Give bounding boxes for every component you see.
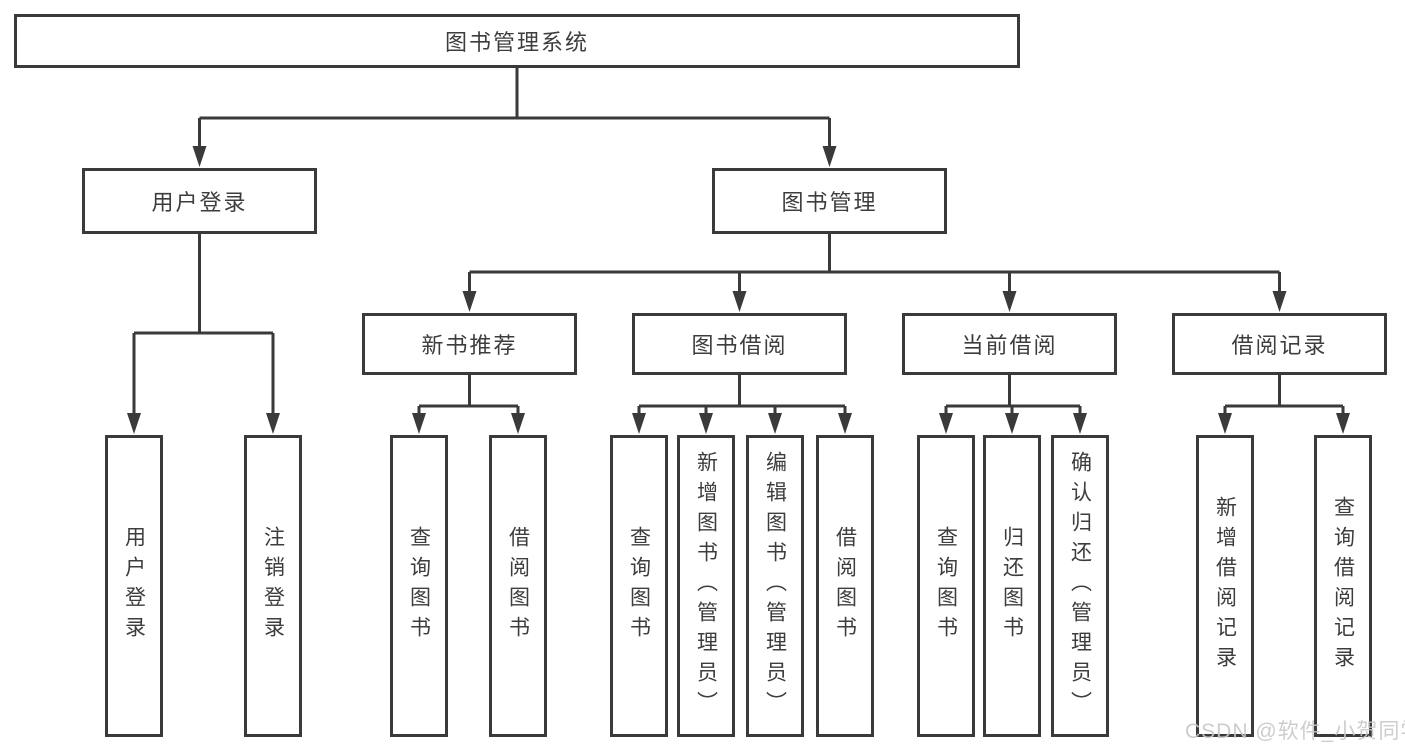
- arrowhead-icon: [732, 291, 747, 312]
- node-confirm_return: 确认归还（管理员）: [1051, 435, 1109, 737]
- node-label-user_login_leaf: 用户登录: [122, 526, 146, 646]
- node-label-logout: 注销登录: [261, 526, 285, 646]
- node-query_book_2: 查询图书: [610, 435, 668, 737]
- node-user_login: 用户登录: [82, 168, 317, 234]
- connector-new_book_rec: [412, 375, 525, 434]
- arrowhead-icon: [462, 291, 477, 312]
- arrowhead-icon: [768, 413, 782, 434]
- arrowhead-icon: [1218, 413, 1232, 434]
- node-add_borrow_record: 新增借阅记录: [1196, 435, 1254, 737]
- arrowhead-icon: [192, 146, 207, 167]
- node-book_borrow: 图书借阅: [632, 313, 847, 375]
- arrowhead-icon: [1002, 291, 1017, 312]
- node-book_mgmt: 图书管理: [712, 168, 947, 234]
- node-query_book_3: 查询图书: [917, 435, 975, 737]
- node-label-borrow_book_2: 借阅图书: [833, 526, 857, 646]
- csdn-watermark: CSDN @软件_小贺同学: [1185, 720, 1405, 743]
- connector-book_borrow: [632, 375, 852, 434]
- node-label-add_book: 新增图书（管理员）: [694, 451, 718, 721]
- connector-user_login: [127, 234, 280, 434]
- node-return_book: 归还图书: [983, 435, 1041, 737]
- node-borrow_record: 借阅记录: [1172, 313, 1387, 375]
- node-label-user_login: 用户登录: [151, 190, 248, 215]
- arrowhead-icon: [632, 413, 646, 434]
- arrowhead-icon: [939, 413, 953, 434]
- node-label-borrow_book_1: 借阅图书: [506, 526, 530, 646]
- connector-borrow_record: [1218, 375, 1350, 434]
- arrowhead-icon: [412, 413, 426, 434]
- node-label-add_borrow_record: 新增借阅记录: [1213, 496, 1237, 676]
- node-label-book_borrow: 图书借阅: [691, 333, 788, 358]
- node-user_login_leaf: 用户登录: [105, 435, 163, 737]
- node-label-root: 图书管理系统: [444, 30, 589, 55]
- node-label-borrow_record: 借阅记录: [1231, 333, 1328, 358]
- node-label-new_book_rec: 新书推荐: [421, 333, 518, 358]
- node-edit_book: 编辑图书（管理员）: [746, 435, 804, 737]
- node-query_book_1: 查询图书: [390, 435, 448, 737]
- edge-line: [198, 68, 831, 150]
- node-label-confirm_return: 确认归还（管理员）: [1068, 451, 1092, 721]
- node-new_book_rec: 新书推荐: [362, 313, 577, 375]
- edge-line: [132, 234, 275, 417]
- node-add_book: 新增图书（管理员）: [677, 435, 735, 737]
- node-logout: 注销登录: [244, 435, 302, 737]
- node-label-query_book_1: 查询图书: [407, 526, 431, 646]
- node-borrow_book_1: 借阅图书: [489, 435, 547, 737]
- node-label-return_book: 归还图书: [1000, 526, 1024, 646]
- edge-line: [944, 375, 1082, 417]
- connector-root: [192, 68, 837, 167]
- node-label-book_mgmt: 图书管理: [781, 190, 878, 215]
- arrowhead-icon: [127, 413, 141, 434]
- edge-line: [468, 234, 1281, 295]
- node-borrow_book_2: 借阅图书: [816, 435, 874, 737]
- arrowhead-icon: [1272, 291, 1287, 312]
- node-label-current_borrow: 当前借阅: [961, 333, 1058, 358]
- arrowhead-icon: [1073, 413, 1087, 434]
- arrowhead-icon: [1336, 413, 1350, 434]
- node-label-edit_book: 编辑图书（管理员）: [763, 451, 787, 721]
- edge-line: [637, 375, 847, 417]
- edge-line: [1223, 375, 1345, 417]
- arrowhead-icon: [511, 413, 525, 434]
- arrowhead-icon: [838, 413, 852, 434]
- connector-current_borrow: [939, 375, 1087, 434]
- node-label-query_book_3: 查询图书: [934, 526, 958, 646]
- node-label-query_book_2: 查询图书: [627, 526, 651, 646]
- node-label-query_borrow_record: 查询借阅记录: [1331, 496, 1355, 676]
- node-root: 图书管理系统: [14, 14, 1020, 68]
- arrowhead-icon: [699, 413, 713, 434]
- arrowhead-icon: [1005, 413, 1019, 434]
- node-query_borrow_record: 查询借阅记录: [1314, 435, 1372, 737]
- connector-book_mgmt: [462, 234, 1287, 312]
- arrowhead-icon: [266, 413, 280, 434]
- arrowhead-icon: [822, 146, 837, 167]
- node-current_borrow: 当前借阅: [902, 313, 1117, 375]
- edge-line: [417, 375, 520, 417]
